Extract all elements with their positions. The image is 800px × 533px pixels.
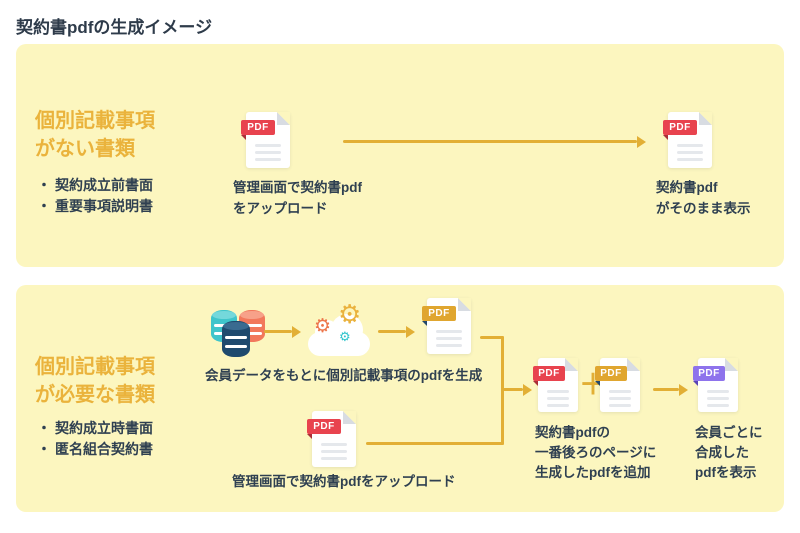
pdf-icon-contract: PDF [533, 358, 578, 412]
pdf-text-lines [609, 390, 631, 411]
pdf-ribbon-fold [595, 381, 600, 386]
section1-heading-line2: がない書類 [35, 138, 135, 160]
database-cylinder-coral [239, 310, 265, 342]
caption-line: pdfを表示 [695, 465, 757, 480]
section-individual-items-required: 個別記載事項が必要な書類 ・契約成立時書面 ・匿名組合契約書 ⚙ ⚙ ⚙ PDF… [16, 285, 784, 512]
cloud-processing-icon: ⚙ ⚙ ⚙ [308, 302, 374, 358]
upload-caption: 管理画面で契約書pdf をアップロード [233, 177, 362, 219]
arrow-right-icon [679, 384, 688, 396]
merge-caption: 契約書pdfの一番後ろのページに生成したpdfを追加 [535, 423, 656, 483]
arrow-right-icon [292, 326, 301, 338]
bullet-text: 匿名組合契約書 [55, 441, 153, 457]
pdf-icon-merged-result: PDF [693, 358, 738, 412]
list-item: ・重要事項説明書 [37, 196, 153, 217]
result-caption: 会員ごとに合成した pdfを表示 [695, 423, 763, 483]
caption-line: 合成した [695, 445, 749, 460]
pdf-ribbon-fold [422, 321, 427, 326]
caption-line: をアップロード [233, 201, 328, 216]
pdf-fold-corner [627, 358, 640, 371]
pdf-ribbon-label: PDF [241, 120, 275, 135]
pdf-ribbon-label: PDF [663, 120, 697, 135]
section1-heading-line1: 個別記載事項 [35, 110, 155, 132]
upload-caption: 管理画面で契約書pdfをアップロード [232, 474, 456, 489]
pdf-ribbon-label: PDF [595, 366, 627, 381]
gear-icon: ⚙ [339, 330, 351, 345]
caption-line: 一番後ろのページに [535, 445, 657, 460]
caption-line: 会員ごとに [695, 425, 763, 440]
bullet-text: 契約成立時書面 [55, 420, 153, 436]
section2-heading-line2: が必要な書類 [35, 384, 155, 406]
arrow-line [343, 140, 637, 143]
pdf-ribbon-fold [663, 135, 668, 140]
pdf-text-lines [707, 390, 729, 411]
pdf-text-lines [255, 144, 281, 165]
connector-line [480, 336, 504, 339]
bullet-text: 重要事項説明書 [55, 198, 153, 214]
connector-line [501, 336, 504, 445]
section1-bullet-list: ・契約成立前書面 ・重要事項説明書 [37, 175, 153, 217]
result-caption: 契約書pdf がそのまま表示 [656, 177, 751, 219]
database-icon [211, 308, 265, 358]
pdf-icon-generated: PDF [422, 298, 471, 354]
list-item: ・匿名組合契約書 [37, 439, 153, 460]
pdf-icon-generated: PDF [595, 358, 640, 412]
section2-heading: 個別記載事項が必要な書類 [35, 353, 155, 409]
pdf-fold-corner [725, 358, 738, 371]
arrow-line [264, 330, 292, 333]
caption-line: 生成したpdfを追加 [535, 465, 651, 480]
pdf-fold-corner [699, 112, 712, 125]
pdf-ribbon-fold [307, 434, 312, 439]
arrow-line [378, 330, 406, 333]
caption-line: 契約書pdf [656, 180, 718, 195]
pdf-text-lines [436, 330, 462, 351]
bullet-icon: ・ [37, 420, 51, 436]
arrow-right-icon [406, 326, 415, 338]
bullet-icon: ・ [37, 441, 51, 457]
arrow-line [653, 388, 679, 391]
bullet-icon: ・ [37, 177, 51, 193]
caption-line: 契約書pdfの [535, 425, 610, 440]
pdf-fold-corner [458, 298, 471, 311]
list-item: ・契約成立時書面 [37, 418, 153, 439]
pdf-text-lines [547, 390, 569, 411]
connector-line [366, 442, 504, 445]
bullet-icon: ・ [37, 198, 51, 214]
caption-line: 管理画面で契約書pdf [233, 180, 362, 195]
pdf-text-lines [321, 443, 347, 464]
arrow-right-icon [637, 136, 646, 148]
pdf-ribbon-label: PDF [307, 419, 341, 434]
gear-icon: ⚙ [314, 315, 332, 337]
section2-bullet-list: ・契約成立時書面 ・匿名組合契約書 [37, 418, 153, 460]
page-title: 契約書pdfの生成イメージ [16, 18, 213, 37]
section-no-individual-items: 個別記載事項がない書類 ・契約成立前書面 ・重要事項説明書 PDF 管理画面で契… [16, 44, 784, 267]
pdf-ribbon-fold [533, 381, 538, 386]
pdf-ribbon-label: PDF [422, 306, 456, 321]
pdf-icon-uploaded: PDF [307, 411, 356, 467]
gear-icon: ⚙ [338, 300, 362, 330]
arrow-right-icon [523, 384, 532, 396]
pdf-ribbon-fold [241, 135, 246, 140]
pdf-text-lines [677, 144, 703, 165]
pdf-fold-corner [565, 358, 578, 371]
bullet-text: 契約成立前書面 [55, 177, 153, 193]
cloud-shape [308, 332, 370, 356]
pdf-fold-corner [277, 112, 290, 125]
pdf-ribbon-label: PDF [693, 366, 725, 381]
arrow-line [503, 388, 523, 391]
database-cylinder-navy [222, 321, 250, 357]
pdf-ribbon-label: PDF [533, 366, 565, 381]
section2-heading-line1: 個別記載事項 [35, 356, 155, 378]
section1-heading: 個別記載事項がない書類 [35, 107, 155, 163]
list-item: ・契約成立前書面 [37, 175, 153, 196]
pdf-icon-uploaded: PDF [241, 112, 290, 168]
pdf-ribbon-fold [693, 381, 698, 386]
generate-caption: 会員データをもとに個別記載事項のpdfを生成 [205, 368, 483, 383]
pdf-icon-displayed: PDF [663, 112, 712, 168]
pdf-fold-corner [343, 411, 356, 424]
caption-line: がそのまま表示 [656, 201, 751, 216]
